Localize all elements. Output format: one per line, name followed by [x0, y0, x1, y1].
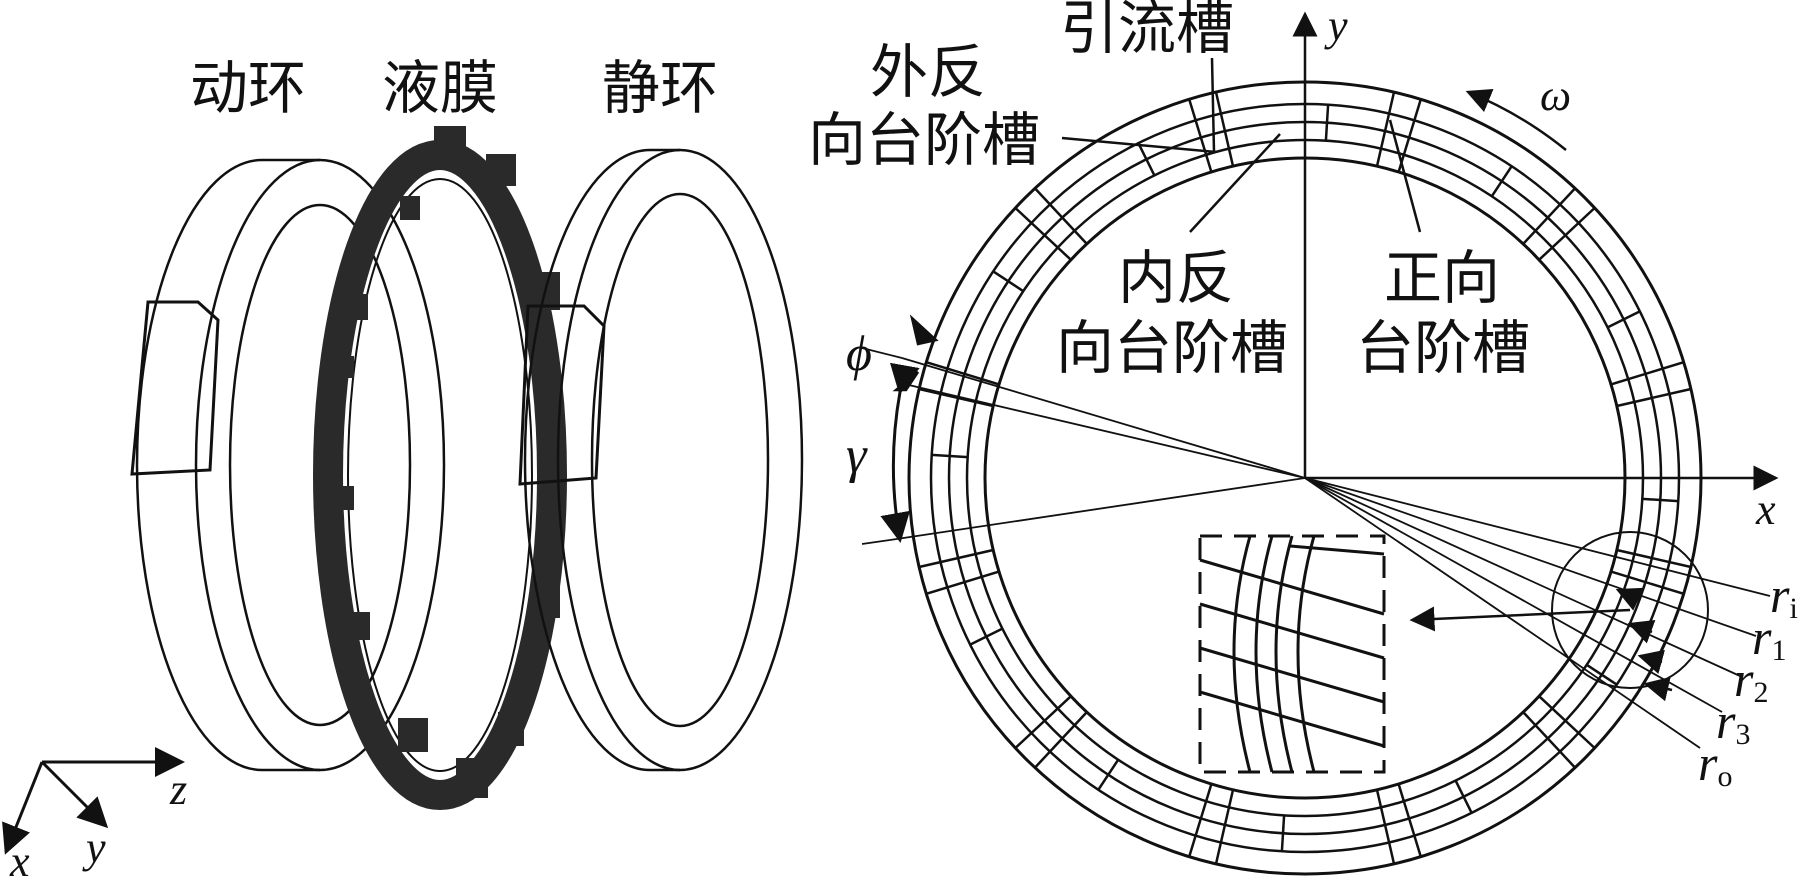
- label-forward-line1: 正向: [1384, 244, 1500, 312]
- groove-separator: [1538, 695, 1596, 749]
- groove-separator: [1610, 570, 1685, 595]
- groove-separator: [1522, 187, 1576, 245]
- groove-separator: [1014, 207, 1072, 261]
- seal-axes: [1292, 11, 1779, 491]
- zoom-pointer: [1409, 606, 1631, 632]
- liquid-film: [313, 126, 567, 810]
- groove-separator: [925, 361, 1000, 386]
- axis-label-y: y: [82, 823, 106, 872]
- groove-separator: [918, 548, 994, 569]
- seal-axis-label-x: x: [1755, 485, 1776, 534]
- groove-separator: [1034, 711, 1088, 769]
- radius-labels: ri r1 r2 r3 ro: [1698, 567, 1798, 793]
- zoom-circle: [1551, 531, 1709, 689]
- exploded-view: 动环 液膜 静环 z x y: [2, 54, 804, 882]
- radius-sub-ro: o: [1717, 760, 1732, 793]
- radius-sub-r3: 3: [1735, 718, 1750, 751]
- groove-separator: [1397, 98, 1422, 173]
- groove-separator: [1214, 91, 1235, 167]
- svg-text:r2: r2: [1734, 651, 1768, 709]
- label-outer-reverse-line2: 向台阶槽: [808, 106, 1040, 174]
- groove-step: [1280, 815, 1286, 852]
- svg-text:ro: ro: [1698, 735, 1732, 793]
- rotation-arrow: [1465, 88, 1567, 151]
- svg-text:r1: r1: [1752, 609, 1786, 667]
- svg-text:r3: r3: [1716, 693, 1750, 751]
- axis-label-z: z: [169, 765, 187, 814]
- groove-separator: [1616, 548, 1692, 569]
- groove-separator: [1188, 783, 1213, 858]
- groove-step: [1586, 663, 1618, 686]
- label-liquid-film: 液膜: [382, 54, 498, 122]
- radius-sub-ri: i: [1789, 592, 1797, 625]
- groove-separator: [1375, 91, 1396, 167]
- groove-separator: [1375, 789, 1396, 865]
- groove-step: [931, 453, 968, 459]
- groove-separator: [918, 387, 994, 408]
- groove-separator: [925, 570, 1000, 595]
- label-inner-reverse-line1: 内反: [1118, 244, 1234, 312]
- phi-symbol: ϕ: [846, 325, 872, 381]
- groove-separator: [1522, 711, 1576, 769]
- gamma-arrow: [880, 362, 920, 543]
- groove-separator: [1188, 98, 1213, 173]
- groove-step: [992, 270, 1024, 293]
- axis-label-x: x: [9, 837, 30, 882]
- radius-label-r1: r: [1752, 609, 1772, 665]
- groove-step: [1454, 780, 1473, 814]
- groove-separator: [1397, 783, 1422, 858]
- zoom-inset: [1198, 534, 1386, 774]
- static-ring: [518, 148, 804, 772]
- groove-step: [969, 627, 1003, 646]
- radius-label-ri: r: [1770, 567, 1790, 623]
- groove-separators: [918, 91, 1692, 865]
- groove-step: [1324, 104, 1330, 141]
- label-forward-line2: 台阶槽: [1356, 314, 1530, 382]
- seal-axis-label-y: y: [1324, 1, 1348, 50]
- groove-separator: [1014, 695, 1072, 749]
- label-outer-reverse-line1: 外反: [870, 38, 986, 106]
- groove-step: [1137, 142, 1156, 176]
- radius-sub-r1: 1: [1771, 634, 1786, 667]
- left-coordinate-axes: [2, 747, 185, 855]
- groove-separator: [1034, 187, 1088, 245]
- radius-label-ro: r: [1698, 735, 1718, 791]
- label-moving-ring: 动环: [190, 54, 306, 122]
- groove-separator: [1616, 387, 1692, 408]
- groove-step: [1642, 497, 1679, 503]
- groove-step: [1097, 759, 1120, 791]
- radius-arrows: [1615, 587, 1673, 702]
- svg-text:ri: ri: [1770, 567, 1798, 625]
- leader-lines: [1061, 57, 1422, 233]
- seal-face-view: y x ω ϕ γ: [808, 0, 1798, 876]
- radius-label-r2: r: [1734, 651, 1754, 707]
- radius-label-r3: r: [1716, 693, 1736, 749]
- omega-symbol: ω: [1540, 71, 1571, 120]
- groove-step: [1607, 310, 1641, 329]
- label-static-ring: 静环: [602, 54, 718, 122]
- angle-lines: [861, 347, 1306, 545]
- moving-ring: [130, 158, 446, 772]
- label-diversion-groove: 引流槽: [1060, 0, 1234, 62]
- groove-separator: [1214, 789, 1235, 865]
- radius-sub-r2: 2: [1753, 676, 1768, 709]
- gamma-symbol: γ: [846, 427, 868, 484]
- static-ring-groove: [518, 304, 606, 486]
- label-inner-reverse-line2: 向台阶槽: [1056, 314, 1288, 382]
- groove-separator: [1610, 361, 1685, 386]
- groove-step: [1490, 165, 1513, 197]
- groove-separator: [1538, 207, 1596, 261]
- moving-ring-groove: [130, 300, 220, 476]
